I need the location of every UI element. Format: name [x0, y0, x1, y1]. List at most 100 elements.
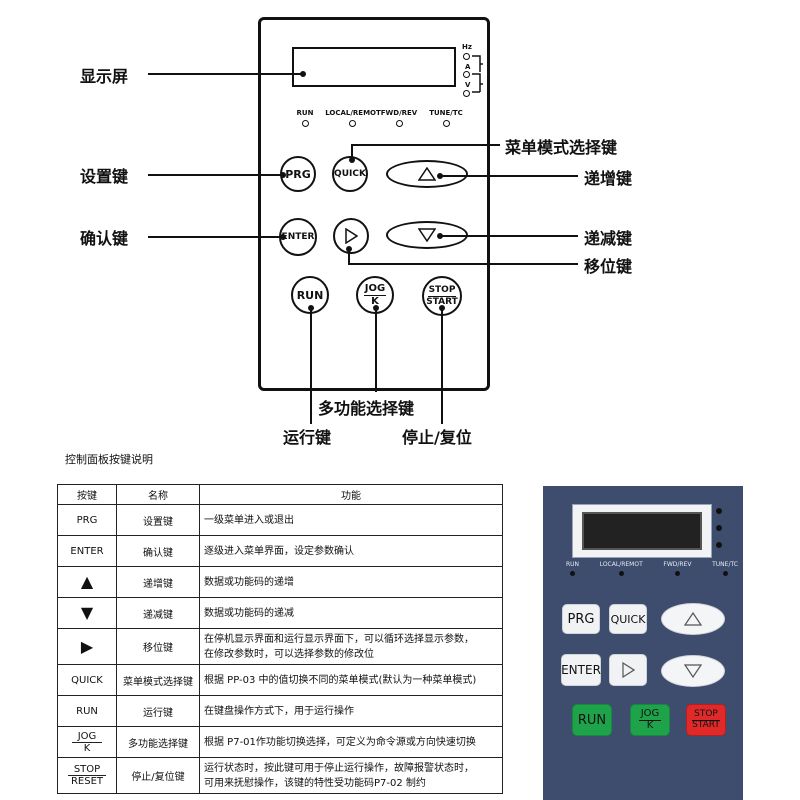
name-cell: 递增键 [116, 566, 200, 598]
down-triangle-icon: ▼ [80, 603, 94, 622]
indicator-local-remot-label: LOCAL/REMOT [325, 109, 381, 117]
indicator-tune-tc-label: TUNE/TC [429, 109, 463, 117]
function-cell: 一级菜单进入或退出 [199, 504, 503, 536]
table-row: ▼ 递减键 数据或功能码的递减 [57, 597, 503, 629]
photo-indicator: FWD/REV [663, 561, 691, 576]
callout-decrement-key: 递减键 [584, 229, 633, 248]
photo-indicator-lamp [722, 571, 728, 576]
callout-increment-key: 递增键 [584, 169, 633, 188]
callout-shift-key: 移位键 [584, 257, 633, 276]
key-function-table: 按键 名称 功能 PRG 设置键 一级菜单进入或退出 ENTER 确认键 逐级进… [57, 484, 503, 794]
table-row: PRG 设置键 一级菜单进入或退出 [57, 504, 503, 536]
photo-decrement-button[interactable] [661, 655, 725, 687]
photo-indicator-label: RUN [566, 561, 580, 568]
photo-indicator-lamp [618, 571, 624, 576]
key-bottom-label: K [83, 742, 91, 754]
photo-unit-led [716, 525, 722, 531]
function-line: 可用来抚慰操作，该键的特性受功能码P7-02 制约 [204, 777, 426, 789]
table-caption: 控制面板按键说明 [65, 453, 153, 466]
unit-a-label: A [465, 63, 471, 71]
indicator-local-remot-lamp [349, 120, 356, 127]
name-cell: 停止/复位键 [116, 757, 200, 794]
callout-setup-key: 设置键 [80, 167, 129, 186]
header-key: 按键 [57, 484, 117, 505]
photo-prg-button[interactable]: PRG [562, 604, 600, 634]
key-cell: PRG [57, 504, 117, 536]
callout-multi-function-key: 多功能选择键 [318, 399, 415, 418]
header-name: 名称 [116, 484, 200, 505]
key-top-label: STOP [67, 764, 107, 776]
function-cell: 数据或功能码的递减 [199, 597, 503, 629]
unit-bracket [472, 55, 483, 93]
callout-confirm-key: 确认键 [80, 229, 129, 248]
indicator-fwd-rev-lamp [396, 120, 403, 127]
photo-jog-top-label: JOG [638, 708, 662, 721]
photo-unit-leds [716, 508, 724, 554]
photo-run-button[interactable]: RUN [572, 704, 612, 736]
function-line: 在修改参数时，可以选择参数的修改位 [204, 648, 374, 660]
up-triangle-icon [418, 167, 436, 181]
key-cell: ▲ [57, 566, 117, 598]
photo-quick-button[interactable]: QUICK [609, 604, 647, 634]
function-cell: 在停机显示界面和运行显示界面下，可以循环选择显示参数， 在修改参数时，可以选择参… [199, 628, 503, 665]
unit-hz-lamp [463, 53, 470, 60]
photo-indicator: LOCAL/REMOT [600, 561, 643, 576]
table-header-row: 按键 名称 功能 [57, 484, 503, 505]
unit-v-lamp [463, 90, 470, 97]
table-row: RUN 运行键 在键盘操作方式下，用于运行操作 [57, 695, 503, 727]
callout-display: 显示屏 [80, 67, 129, 86]
key-cell: QUICK [57, 664, 117, 696]
key-bottom-label: RESET [70, 776, 104, 787]
header-function: 功能 [199, 484, 503, 505]
photo-lcd-display [582, 512, 702, 550]
increment-button[interactable] [386, 160, 468, 188]
jog-button-top-label: JOG [363, 282, 387, 296]
function-cell: 数据或功能码的递增 [199, 566, 503, 598]
function-line: 运行状态时，按此键可用于停止运行操作，故障报警状态时， [204, 762, 474, 774]
key-cell: ENTER [57, 535, 117, 567]
name-cell: 多功能选择键 [116, 726, 200, 758]
photo-unit-led [716, 508, 722, 514]
right-triangle-icon [345, 228, 358, 244]
right-triangle-icon: ▶ [80, 636, 94, 656]
function-cell: 逐级进入菜单界面，设定参数确认 [199, 535, 503, 567]
indicator-run-lamp [302, 120, 309, 127]
indicator-tune-tc-lamp [443, 120, 450, 127]
name-cell: 递减键 [116, 597, 200, 629]
callout-stop-reset-key: 停止/复位 [402, 428, 472, 447]
indicator-fwd-rev-label: FWD/REV [380, 109, 418, 117]
photo-indicator: TUNE/TC [712, 561, 738, 576]
display-screen [292, 47, 456, 87]
stop-button-top-label: STOP [427, 284, 457, 297]
stop-button-bottom-label: START [426, 296, 458, 307]
photo-unit-led [716, 542, 722, 548]
table-row: ▶ 移位键 在停机显示界面和运行显示界面下，可以循环选择显示参数， 在修改参数时… [57, 628, 503, 665]
photo-enter-button[interactable]: ENTER [561, 654, 601, 686]
unit-hz-label: Hz [462, 43, 472, 51]
function-cell: 根据 PP-03 中的值切换不同的菜单模式(默认为一种菜单模式) [199, 664, 503, 696]
shift-button[interactable] [333, 218, 369, 254]
photo-shift-button[interactable] [609, 654, 647, 686]
right-triangle-icon [622, 662, 635, 678]
key-cell: ▼ [57, 597, 117, 629]
callout-lines [148, 71, 578, 424]
photo-jog-bottom-label: K [646, 720, 654, 731]
keypad-panel-outline [258, 17, 490, 391]
callout-run-key: 运行键 [283, 428, 332, 447]
key-top-label: JOG [71, 731, 103, 743]
photo-indicator: RUN [566, 561, 579, 576]
photo-stop-top-label: STOP [692, 709, 720, 721]
up-triangle-icon: ▲ [80, 572, 94, 591]
photo-indicator-lamp [570, 571, 576, 576]
function-cell: 根据 P7-01作功能切换选择，可定义为命令源或方向快速切换 [199, 726, 503, 758]
indicator-run-label: RUN [296, 109, 314, 117]
function-cell: 在键盘操作方式下，用于运行操作 [199, 695, 503, 727]
function-line: 在停机显示界面和运行显示界面下，可以循环选择显示参数， [204, 633, 474, 645]
photo-increment-button[interactable] [661, 603, 725, 635]
key-cell: ▶ [57, 628, 117, 665]
down-triangle-icon [418, 228, 436, 242]
function-cell: 运行状态时，按此键可用于停止运行操作，故障报警状态时， 可用来抚慰操作，该键的特… [199, 757, 503, 794]
